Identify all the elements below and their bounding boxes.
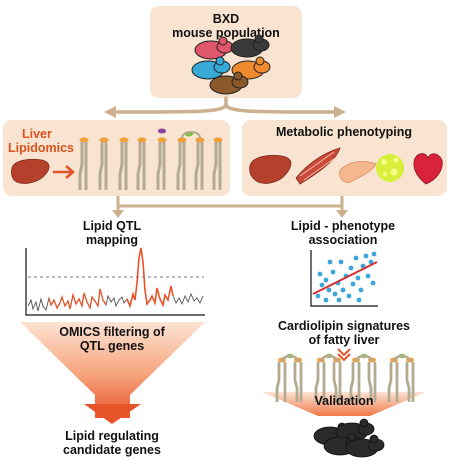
population-title-line2: mouse population [172, 26, 280, 40]
phenotyping-title: Metabolic phenotyping [276, 125, 412, 139]
muscle-icon [295, 147, 341, 185]
lipid-molecule-icon [78, 128, 224, 192]
population-title-line1: BXD [213, 12, 239, 26]
regression-line [312, 261, 378, 295]
right-funnel [262, 392, 426, 416]
omics-line2: QTL genes [80, 339, 144, 353]
funnel-arrow-tip [84, 404, 141, 424]
qtl-peak [126, 247, 174, 309]
merge-connector [116, 196, 344, 212]
scatter-plot [310, 250, 378, 307]
cardiolipin-line1: Cardiolipin signatures [278, 319, 410, 333]
qtl-plot [25, 247, 205, 316]
candidates-line2: candidate genes [63, 443, 161, 457]
split-arrow [108, 96, 342, 114]
qtl-title-line2: mapping [86, 233, 138, 247]
down-chevron-icon [337, 348, 351, 362]
qtl-title-line1: Lipid QTL [83, 219, 142, 233]
heart-icon [413, 153, 443, 185]
association-title-line2: association [309, 233, 378, 247]
candidates-line1: Lipid regulating [65, 429, 159, 443]
liver-icon-2 [249, 154, 292, 184]
fat-droplet-icon [376, 154, 404, 182]
liver-icon [11, 158, 50, 184]
validation-label: Validation [314, 394, 373, 408]
association-title-line1: Lipid - phenotype [291, 219, 395, 233]
lipidomics-box [3, 120, 230, 196]
omics-line1: OMICS filtering of [59, 325, 165, 339]
qtl-trace-highlight [48, 288, 107, 311]
pancreas-icon [339, 161, 377, 183]
lipidomics-title-line1: Liver [22, 127, 52, 141]
left-funnel [20, 322, 205, 418]
cardiolipin-line2: of fatty liver [309, 333, 380, 347]
validation-mice-icon [313, 418, 385, 458]
lipidomics-title-line2: Lipidomics [8, 141, 74, 155]
arrow-icon [53, 165, 75, 179]
